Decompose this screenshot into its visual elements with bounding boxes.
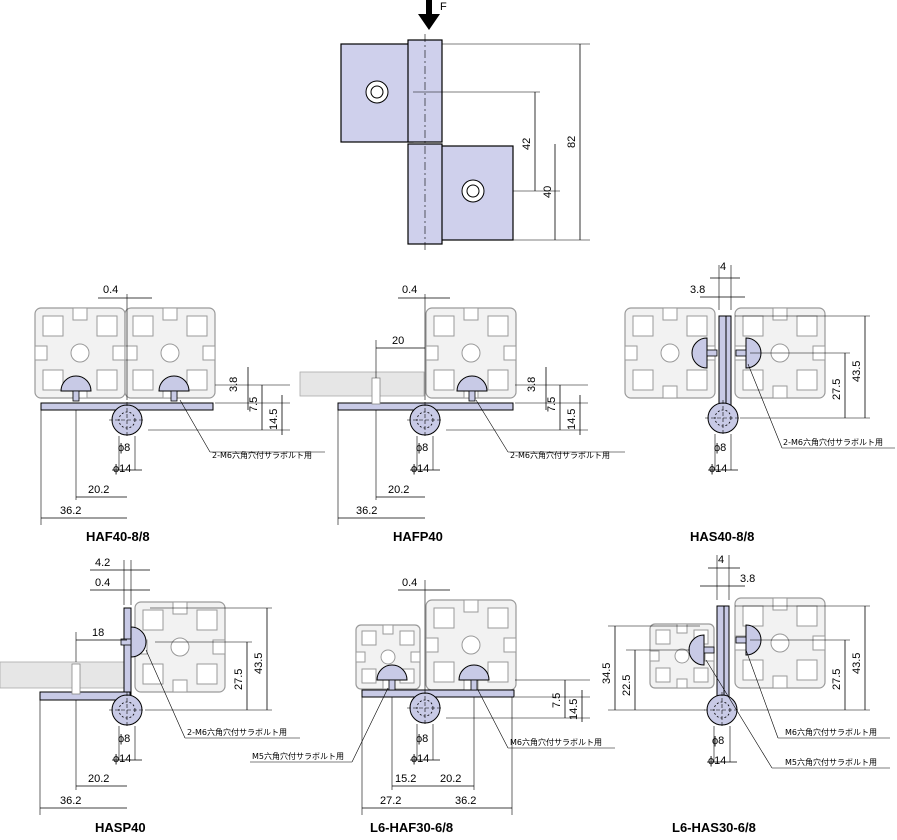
svg-text:ϕ8: ϕ8 bbox=[416, 442, 428, 454]
svg-text:36.2: 36.2 bbox=[356, 505, 377, 517]
svg-text:3.8: 3.8 bbox=[228, 377, 240, 392]
svg-text:27.5: 27.5 bbox=[233, 669, 245, 690]
svg-text:0.4: 0.4 bbox=[402, 577, 417, 589]
svg-text:4: 4 bbox=[720, 261, 726, 273]
svg-text:ϕ8: ϕ8 bbox=[714, 442, 726, 454]
svg-text:HASP40: HASP40 bbox=[95, 820, 146, 835]
svg-text:2-M6六角穴付サラボルト用: 2-M6六角穴付サラボルト用 bbox=[510, 450, 610, 460]
drawing-hafp40: 0.4 20 3.8 7.5 14.5 ϕ8 ϕ14 20.2 36.2 2-M… bbox=[299, 284, 625, 544]
svg-text:7.5: 7.5 bbox=[248, 397, 260, 412]
svg-text:43.5: 43.5 bbox=[851, 653, 863, 674]
svg-text:36.2: 36.2 bbox=[60, 505, 81, 517]
caption: HAF40-8/8 bbox=[86, 529, 150, 544]
force-arrow-icon bbox=[418, 0, 440, 30]
svg-text:36.2: 36.2 bbox=[60, 795, 81, 807]
svg-text:HAS40-8/8: HAS40-8/8 bbox=[690, 529, 754, 544]
dim-82: 82 bbox=[566, 136, 578, 148]
svg-text:3.8: 3.8 bbox=[526, 377, 538, 392]
svg-text:14.5: 14.5 bbox=[268, 409, 280, 430]
svg-text:27.2: 27.2 bbox=[380, 795, 401, 807]
bolt-note: 2-M6六角穴付サラボルト用 bbox=[212, 450, 312, 460]
hinge-front-view: F 42 40 82 bbox=[340, 0, 590, 250]
svg-text:L6-HAF30-6/8: L6-HAF30-6/8 bbox=[370, 820, 453, 835]
svg-text:7.5: 7.5 bbox=[546, 397, 558, 412]
svg-text:0.4: 0.4 bbox=[402, 284, 417, 296]
svg-text:ϕ8: ϕ8 bbox=[712, 735, 724, 747]
svg-text:43.5: 43.5 bbox=[851, 361, 863, 382]
svg-text:ϕ14: ϕ14 bbox=[708, 755, 726, 767]
force-label: F bbox=[440, 1, 447, 13]
drawing-l6-has30: 4 3.8 34.5 22.5 27.5 43.5 ϕ8 ϕ14 M6六角穴付サ… bbox=[601, 554, 890, 835]
drawing-l6-haf30: 0.4 7.5 14.5 ϕ8 ϕ14 15.2 20.2 27.2 36.2 … bbox=[250, 577, 615, 835]
svg-text:ϕ14: ϕ14 bbox=[113, 463, 131, 475]
svg-text:36.2: 36.2 bbox=[455, 795, 476, 807]
svg-text:15.2: 15.2 bbox=[395, 773, 416, 785]
panel bbox=[299, 371, 425, 397]
svg-text:4.2: 4.2 bbox=[95, 557, 110, 569]
svg-text:L6-HAS30-6/8: L6-HAS30-6/8 bbox=[672, 820, 756, 835]
svg-text:0.4: 0.4 bbox=[95, 577, 110, 589]
svg-text:ϕ14: ϕ14 bbox=[113, 753, 131, 765]
svg-text:M6六角穴付サラボルト用: M6六角穴付サラボルト用 bbox=[510, 737, 602, 747]
svg-text:20.2: 20.2 bbox=[440, 773, 461, 785]
drawing-hasp40: 4.2 0.4 18 27.5 43.5 ϕ8 ϕ14 20.2 36.2 2-… bbox=[0, 557, 300, 835]
svg-text:ϕ14: ϕ14 bbox=[411, 463, 429, 475]
svg-text:18: 18 bbox=[92, 627, 104, 639]
svg-text:14.5: 14.5 bbox=[568, 699, 580, 720]
svg-text:34.5: 34.5 bbox=[601, 663, 613, 684]
svg-text:20: 20 bbox=[392, 335, 404, 347]
svg-text:2-M6六角穴付サラボルト用: 2-M6六角穴付サラボルト用 bbox=[187, 727, 287, 737]
svg-text:7.5: 7.5 bbox=[551, 693, 563, 708]
svg-text:M5六角穴付サラボルト用: M5六角穴付サラボルト用 bbox=[785, 757, 877, 767]
svg-text:2-M6六角穴付サラボルト用: 2-M6六角穴付サラボルト用 bbox=[783, 437, 883, 447]
svg-text:ϕ14: ϕ14 bbox=[709, 463, 727, 475]
svg-text:M6六角穴付サラボルト用: M6六角穴付サラボルト用 bbox=[785, 727, 877, 737]
svg-text:ϕ8: ϕ8 bbox=[118, 442, 130, 454]
dim: 0.4 bbox=[103, 284, 118, 296]
svg-text:14.5: 14.5 bbox=[566, 409, 578, 430]
svg-text:ϕ14: ϕ14 bbox=[411, 753, 429, 765]
svg-text:20.2: 20.2 bbox=[388, 484, 409, 496]
svg-text:3.8: 3.8 bbox=[740, 573, 755, 585]
svg-text:20.2: 20.2 bbox=[88, 773, 109, 785]
svg-text:M5六角穴付サラボルト用: M5六角穴付サラボルト用 bbox=[252, 751, 344, 761]
svg-text:ϕ8: ϕ8 bbox=[118, 733, 130, 745]
svg-text:43.5: 43.5 bbox=[253, 653, 265, 674]
drawing-haf40: 0.4 3.8 7.5 14.5 ϕ8 ϕ14 20.2 36.2 2-M6六角… bbox=[34, 284, 325, 544]
svg-text:3.8: 3.8 bbox=[690, 284, 705, 296]
svg-text:HAFP40: HAFP40 bbox=[393, 529, 443, 544]
svg-text:27.5: 27.5 bbox=[831, 669, 843, 690]
svg-text:22.5: 22.5 bbox=[621, 675, 633, 696]
svg-text:20.2: 20.2 bbox=[88, 484, 109, 496]
svg-text:ϕ8: ϕ8 bbox=[416, 733, 428, 745]
dim-42: 42 bbox=[521, 138, 533, 150]
svg-text:4: 4 bbox=[718, 554, 724, 566]
dim-40: 40 bbox=[542, 186, 554, 198]
drawing-has40: 4 3.8 27.5 43.5 ϕ8 ϕ14 2-M6六角穴付サラボルト用 HA… bbox=[624, 261, 895, 544]
svg-text:27.5: 27.5 bbox=[831, 379, 843, 400]
